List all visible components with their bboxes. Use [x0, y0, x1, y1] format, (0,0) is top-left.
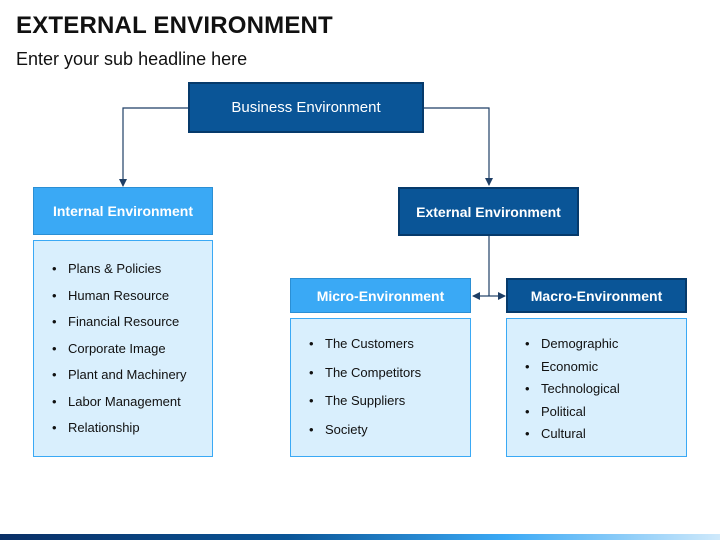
macro-environment-box: Macro-Environment [506, 278, 687, 313]
internal-item: Financial Resource [52, 314, 187, 329]
micro-items: The CustomersThe CompetitorsThe Supplier… [309, 336, 421, 450]
micro-item: The Suppliers [309, 393, 421, 408]
business-environment-box: Business Environment [188, 82, 424, 133]
micro-item: The Customers [309, 336, 421, 351]
external-environment-box: External Environment [398, 187, 579, 236]
macro-item: Political [525, 404, 620, 419]
business-environment-label: Business Environment [231, 99, 381, 116]
micro-item: Society [309, 422, 421, 437]
internal-item: Corporate Image [52, 341, 187, 356]
micro-environment-label: Micro-Environment [316, 287, 445, 304]
micro-environment-list: The CustomersThe CompetitorsThe Supplier… [290, 318, 471, 457]
internal-item: Relationship [52, 420, 187, 435]
macro-environment-label: Macro-Environment [530, 287, 663, 304]
macro-item: Technological [525, 381, 620, 396]
footer-bar [0, 534, 720, 540]
macro-items: DemographicEconomicTechnologicalPolitica… [525, 336, 620, 449]
internal-item: Human Resource [52, 288, 187, 303]
page-title: EXTERNAL ENVIRONMENT [16, 12, 333, 39]
macro-item: Cultural [525, 426, 620, 441]
internal-item: Plans & Policies [52, 261, 187, 276]
macro-item: Demographic [525, 336, 620, 351]
internal-environment-list: Plans & PoliciesHuman ResourceFinancial … [33, 240, 213, 457]
connector-root-internal [119, 107, 189, 187]
internal-environment-box: Internal Environment [33, 187, 213, 235]
macro-item: Economic [525, 359, 620, 374]
internal-items: Plans & PoliciesHuman ResourceFinancial … [52, 261, 187, 447]
internal-item: Labor Management [52, 394, 187, 409]
internal-item: Plant and Machinery [52, 367, 187, 382]
internal-environment-label: Internal Environment [52, 203, 194, 219]
external-environment-label: External Environment [416, 203, 561, 220]
connector-root-external [423, 107, 493, 186]
micro-environment-box: Micro-Environment [290, 278, 471, 313]
page-subtitle: Enter your sub headline here [16, 49, 248, 69]
macro-environment-list: DemographicEconomicTechnologicalPolitica… [506, 318, 687, 457]
micro-item: The Competitors [309, 365, 421, 380]
